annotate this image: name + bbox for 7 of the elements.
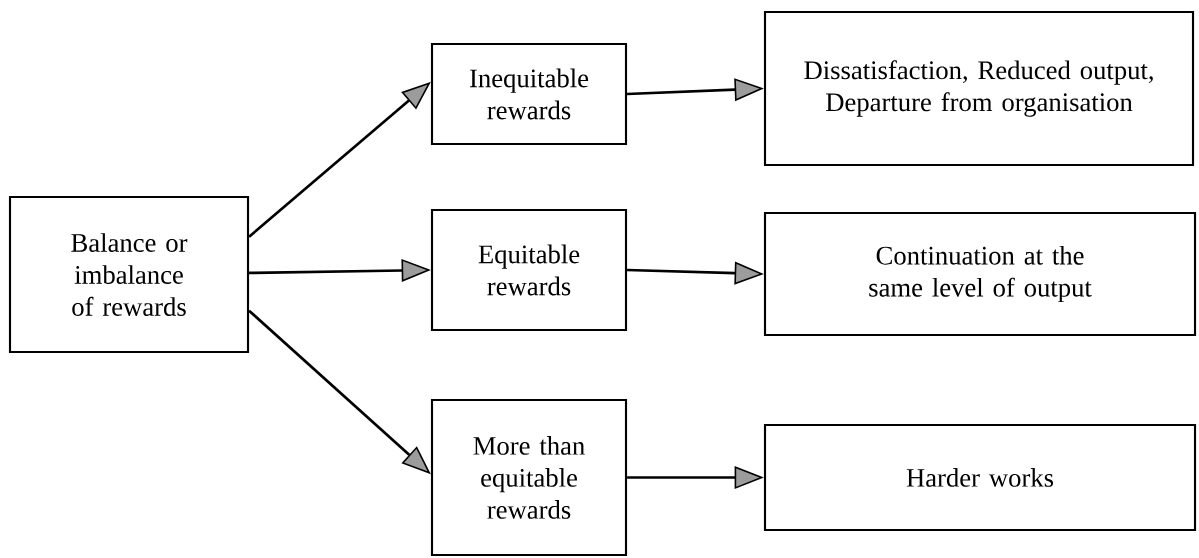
process-box: Continuation at the same level of output — [763, 211, 1197, 337]
process-box: More than equitable rewards — [430, 398, 628, 557]
process-box: Equitable rewards — [430, 208, 628, 332]
process-box: Inequitable rewards — [430, 42, 628, 146]
process-box: Dissatisfaction, Reduced output, Departure from organisation — [763, 10, 1195, 167]
process-box: Harder works — [763, 423, 1197, 532]
process-box: Balance or imbalance of rewards — [8, 195, 250, 354]
